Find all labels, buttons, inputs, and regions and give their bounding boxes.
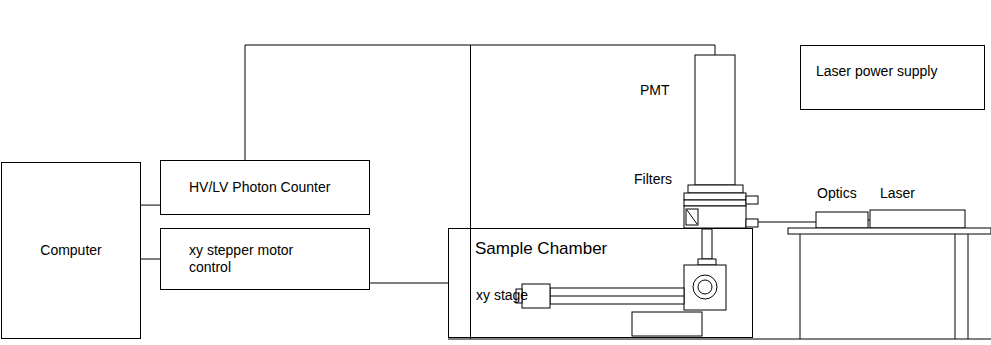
laser-supply-box: Laser power supply	[800, 45, 985, 110]
part-label: xy stage	[476, 287, 528, 304]
box-label: Sample Chamber	[475, 239, 607, 259]
photon-counter-box: HV/LV Photon Counter	[160, 160, 370, 215]
computer-box: Computer	[1, 162, 141, 339]
connector	[370, 283, 448, 284]
filter-small	[746, 219, 758, 227]
pmt-flange	[688, 185, 743, 193]
part-label: PMT	[640, 82, 670, 99]
objective-lens	[702, 229, 712, 259]
filter-plate	[684, 193, 746, 200]
stage-rail	[550, 288, 684, 304]
box-label: xy stepper motor control	[189, 242, 319, 276]
laser-beam	[758, 222, 816, 223]
box-label: Laser power supply	[816, 63, 937, 80]
sample-chamber-box: Sample Chamber	[448, 228, 753, 338]
box-label: HV/LV Photon Counter	[189, 179, 330, 196]
stepper-control-box: xy stepper motor control	[160, 228, 370, 290]
optical-table-top	[788, 228, 991, 234]
part-label: Laser	[880, 185, 915, 202]
filter-small	[746, 196, 758, 204]
table-leg	[968, 234, 969, 339]
box-label: Computer	[40, 242, 101, 259]
optics-box	[816, 212, 868, 228]
pmt-tube	[695, 55, 735, 185]
stage-base	[632, 312, 702, 336]
dichroic-mirror	[687, 210, 697, 224]
signal-wire	[245, 45, 715, 160]
holder-knob	[693, 275, 717, 299]
connector	[141, 259, 160, 260]
filter-plate	[684, 200, 746, 206]
objective-mount	[698, 259, 716, 265]
filter-cube	[684, 206, 746, 228]
table-leg	[800, 234, 801, 339]
connector	[141, 205, 160, 206]
rail-groove	[550, 296, 684, 297]
mirror-holder	[686, 209, 698, 225]
table-leg	[955, 234, 956, 339]
connector	[470, 45, 471, 339]
laser-body	[870, 210, 965, 228]
z-holder	[684, 265, 726, 310]
part-label: Optics	[817, 185, 857, 202]
holder-knob-inner	[698, 280, 712, 294]
part-label: Filters	[634, 171, 672, 188]
floor-line	[448, 339, 991, 340]
